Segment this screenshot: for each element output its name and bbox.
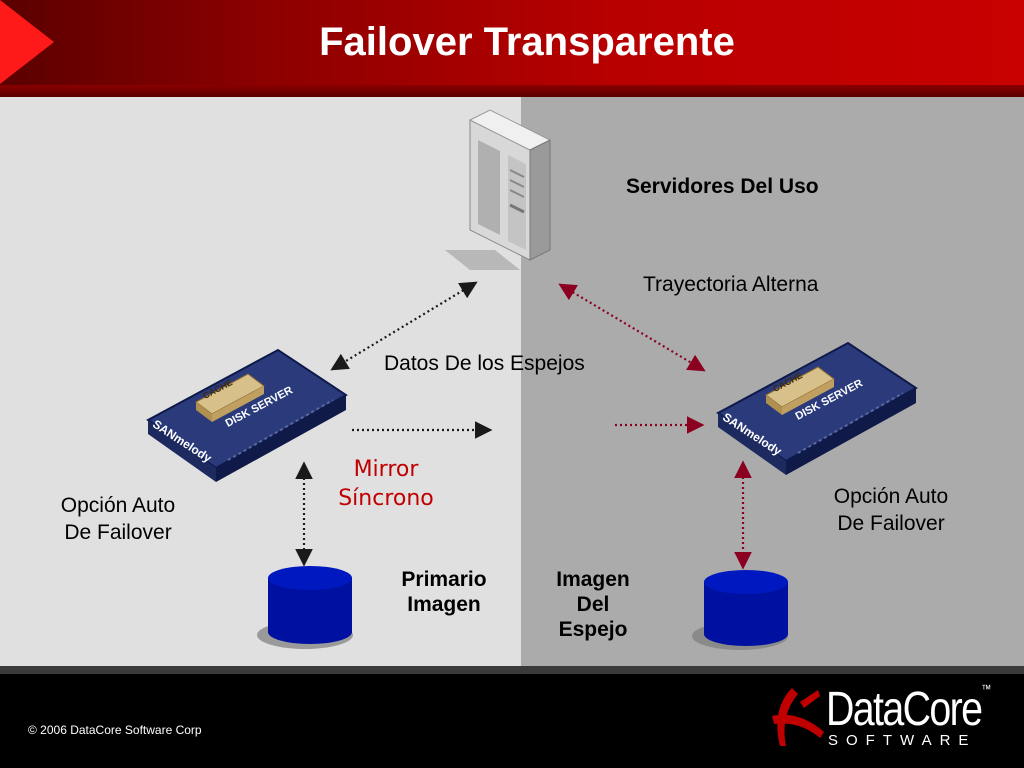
footer — [0, 674, 1024, 768]
footer-divider — [0, 666, 1024, 674]
failover-left-line2: De Failover — [64, 521, 172, 545]
failover-right-label: Opción Auto De Failover — [811, 483, 971, 538]
failover-left-label: Opción Auto De Failover — [38, 492, 198, 547]
sync-mirror-line1: Mirror — [353, 457, 419, 482]
disk-server-left — [146, 348, 348, 482]
failover-right-line2: De Failover — [837, 512, 945, 536]
primary-image-label: Primario Imagen — [376, 567, 512, 617]
primary-image-line1: Primario — [401, 568, 487, 591]
mirror-image-line2: Del — [576, 593, 610, 617]
datacore-logo: DataCore™ SOFTWARE — [770, 682, 1000, 754]
host-to-primary-arrow — [330, 281, 478, 371]
failover-left-line1: Opción Auto — [60, 494, 176, 517]
primary-disk-icon — [257, 566, 353, 649]
alternate-path-arrow — [558, 283, 706, 372]
sync-mirror-label: Mirror Síncrono — [326, 456, 446, 513]
application-server-icon — [445, 109, 552, 270]
copyright-text: © 2006 DataCore Software Corp — [28, 723, 202, 737]
title-bar-shadow — [0, 85, 1024, 97]
sync-mirror-line2: Síncrono — [338, 485, 434, 511]
slide-title: Failover Transparente — [319, 20, 735, 64]
failover-right-line1: Opción Auto — [833, 485, 949, 508]
mirror-data-label: Datos De los Espejos — [384, 352, 585, 375]
title-bar: Failover Transparente — [0, 0, 1024, 97]
logo-tm: ™ — [981, 682, 991, 696]
mirror-disk-icon — [692, 570, 788, 650]
title-arrow-icon — [0, 0, 54, 84]
mirror-image-line1: Imagen — [556, 568, 630, 591]
mirror-image-label: Imagen Del Espejo — [528, 567, 658, 643]
servers-label: Servidores Del Uso — [626, 175, 819, 198]
primary-image-line2: Imagen — [407, 593, 481, 617]
disk-server-right — [716, 341, 918, 475]
alternate-path-label: Trayectoria Alterna — [643, 273, 819, 296]
mirror-image-line3: Espejo — [558, 618, 628, 642]
logo-name-text: DataCore — [826, 683, 983, 736]
logo-subtitle: SOFTWARE — [828, 732, 977, 749]
logo-wordmark: DataCore™ — [826, 682, 991, 737]
mirror-data-cylinder-icon — [521, 397, 603, 471]
datacore-logo-icon — [772, 688, 824, 746]
